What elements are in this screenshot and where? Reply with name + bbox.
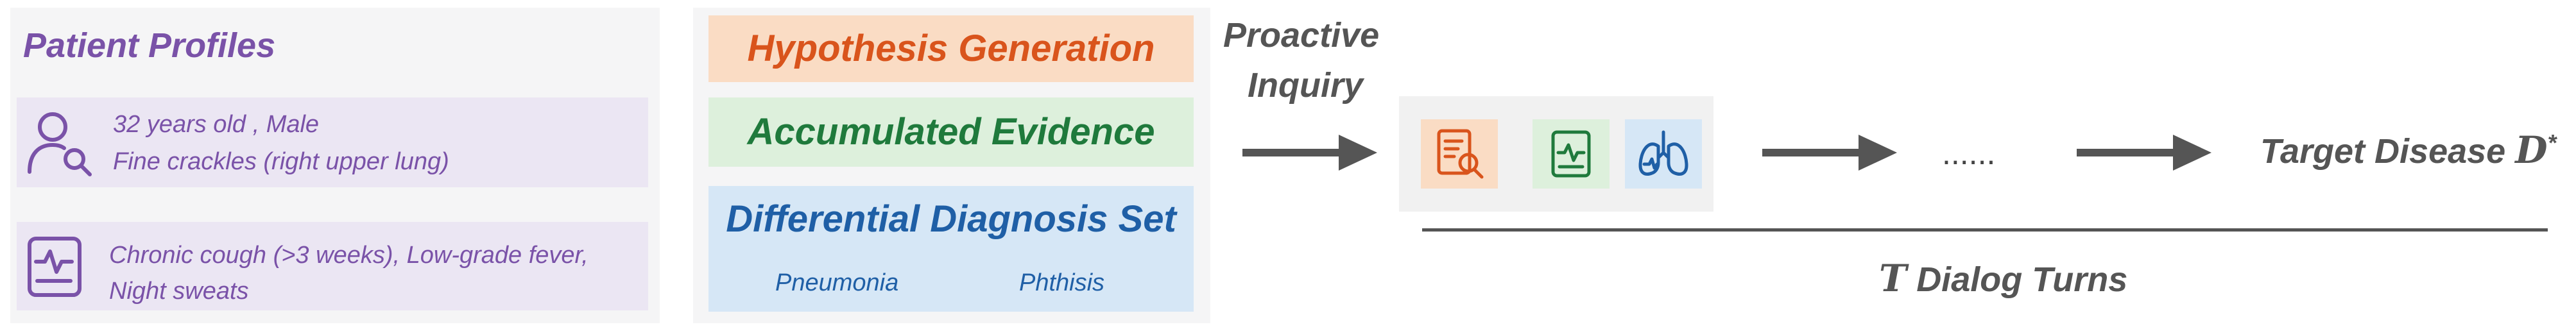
accumulated-evidence-box: Accumulated Evidence [708,97,1194,167]
differential-diagnosis-box: Differential Diagnosis Set [708,186,1194,312]
differential-diagnosis-title: Differential Diagnosis Set [726,198,1176,240]
dialog-turns-symbol: T [1879,257,1907,300]
dialog-turns-label: T Dialog Turns [1879,257,2127,300]
patient-auscultation: Fine crackles (right upper lung) [113,148,449,175]
arrow-right-icon-2 [1762,135,1897,171]
medical-record-icon [28,237,82,297]
patient-symptoms-line1: Chronic cough (>3 weeks), Low-grade feve… [109,242,588,269]
dialog-turns-divider [1422,228,2548,232]
arrow-right-icon-1 [1242,135,1377,171]
hypothesis-generation-box: Hypothesis Generation [708,15,1194,82]
clipboard-chart-icon [1533,119,1610,189]
ellipsis-label: ...... [1942,135,1996,171]
user-search-icon [28,112,92,176]
hypothesis-generation-label: Hypothesis Generation [747,28,1155,69]
lungs-icon [1625,119,1702,189]
patient-profiles-title: Patient Profiles [23,26,276,65]
ddx-item-pneumonia: Pneumonia [775,269,899,296]
ddx-item-phthisis: Phthisis [1019,269,1105,296]
patient-card-symptoms [17,222,648,310]
accumulated-evidence-label: Accumulated Evidence [747,111,1155,153]
arrow-right-icon-3 [2077,135,2211,171]
target-disease-text: Target Disease [2260,132,2506,171]
target-disease-superscript: * [2547,130,2557,156]
patient-age-sex: 32 years old , Male [113,111,320,138]
proactive-label: Proactive [1223,16,1380,55]
patient-card-demographics [17,97,648,187]
target-disease-symbol: D [2515,128,2548,172]
inquiry-label: Inquiry [1248,66,1364,105]
target-disease-label: Target Disease D* [2260,128,2557,172]
report-search-icon [1421,119,1498,189]
patient-symptoms-line2: Night sweats [109,278,249,305]
dialog-turns-text: Dialog Turns [1916,260,2128,299]
